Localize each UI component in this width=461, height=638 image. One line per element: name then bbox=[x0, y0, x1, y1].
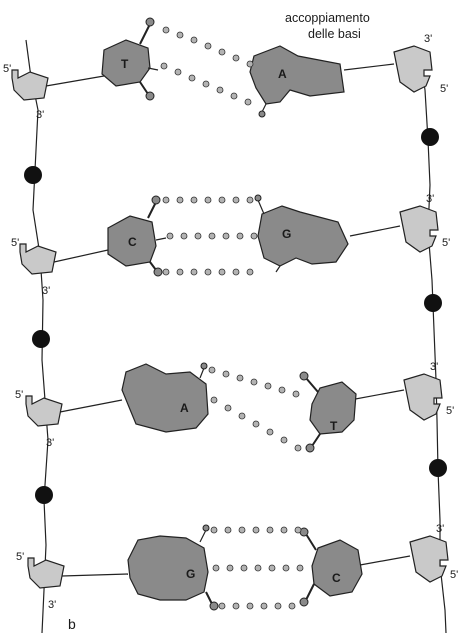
right-5prime-label-4: 5' bbox=[450, 569, 458, 581]
hbond-pair-2 bbox=[163, 197, 257, 275]
left-3prime-label-4: 3' bbox=[48, 599, 56, 611]
sugar-base-links bbox=[46, 64, 410, 576]
base-right-4 bbox=[300, 528, 362, 606]
left-5prime-label-1: 5' bbox=[3, 63, 11, 75]
base-label-left-2: C bbox=[128, 235, 137, 249]
left-5prime-label-3: 5' bbox=[15, 389, 23, 401]
title-line-2: delle basi bbox=[308, 27, 361, 41]
base-left-2 bbox=[108, 196, 166, 276]
base-label-left-1: T bbox=[121, 57, 129, 71]
base-label-left-4: G bbox=[186, 567, 195, 581]
figure-label: b bbox=[68, 616, 76, 632]
phosphate-left-1 bbox=[24, 166, 42, 184]
right-5prime-label-1: 5' bbox=[440, 83, 448, 95]
hbond-pair-1 bbox=[161, 27, 253, 105]
left-3prime-label-1: 3' bbox=[36, 109, 44, 121]
hbond-pair-4 bbox=[211, 527, 303, 609]
base-right-3 bbox=[300, 372, 356, 452]
sugar-left-3 bbox=[26, 396, 62, 426]
base-left-3 bbox=[122, 363, 208, 432]
right-5prime-label-2: 5' bbox=[442, 237, 450, 249]
base-right-2 bbox=[255, 195, 348, 272]
phosphate-right-2 bbox=[424, 294, 442, 312]
phosphate-left-3 bbox=[35, 486, 53, 504]
base-label-right-3: T bbox=[330, 419, 338, 433]
base-label-right-4: C bbox=[332, 571, 341, 585]
sugar-left-4 bbox=[28, 558, 64, 588]
base-left-1 bbox=[102, 18, 158, 100]
right-3prime-label-1: 3' bbox=[424, 33, 432, 45]
sugar-left-2 bbox=[20, 244, 56, 274]
sugar-right-1 bbox=[394, 46, 432, 92]
right-3prime-label-3: 3' bbox=[430, 361, 438, 373]
left-5prime-label-4: 5' bbox=[16, 551, 24, 563]
left-5prime-label-2: 5' bbox=[11, 237, 19, 249]
phosphate-right-1 bbox=[421, 128, 439, 146]
base-label-right-2: G bbox=[282, 227, 291, 241]
phosphate-left-2 bbox=[32, 330, 50, 348]
right-5prime-label-3: 5' bbox=[446, 405, 454, 417]
base-right-1 bbox=[250, 46, 344, 117]
sugar-right-4 bbox=[410, 536, 448, 582]
left-3prime-label-3: 3' bbox=[46, 437, 54, 449]
base-left-4 bbox=[128, 525, 218, 610]
hbond-pair-3 bbox=[209, 367, 301, 451]
phosphate-right-3 bbox=[429, 459, 447, 477]
sugar-left-1 bbox=[12, 70, 48, 100]
title-line-1: accoppiamento bbox=[285, 11, 370, 25]
base-label-right-1: A bbox=[278, 67, 287, 81]
right-3prime-label-2: 3' bbox=[426, 193, 434, 205]
right-3prime-label-4: 3' bbox=[436, 523, 444, 535]
sugar-right-3 bbox=[404, 374, 442, 420]
base-label-left-3: A bbox=[180, 401, 189, 415]
sugar-right-2 bbox=[400, 206, 438, 252]
left-3prime-label-2: 3' bbox=[42, 285, 50, 297]
